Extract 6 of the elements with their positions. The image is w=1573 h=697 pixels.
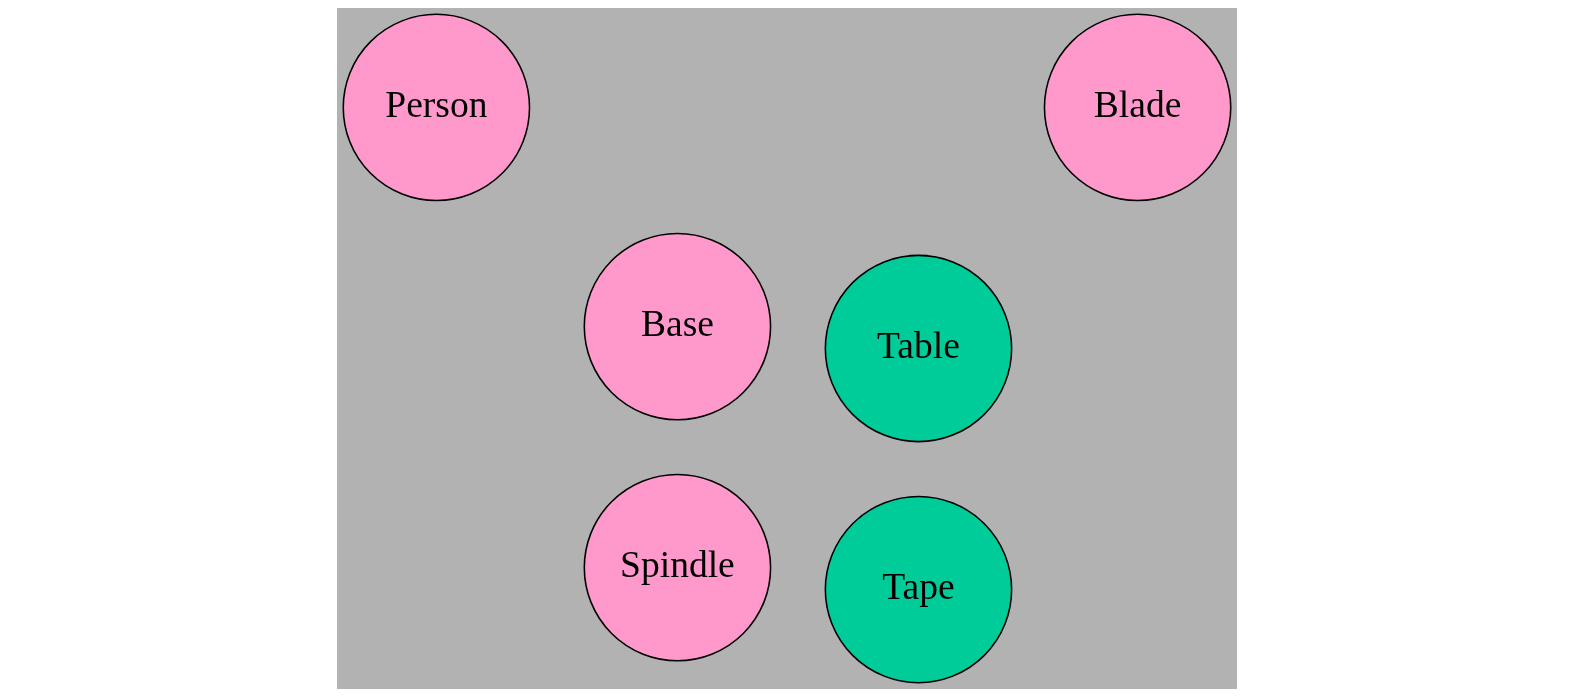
node-circle: Blade (1043, 13, 1232, 202)
node-circle: Base (583, 232, 771, 421)
node-circle: Tape (824, 495, 1012, 684)
node-circle: Spindle (583, 473, 771, 662)
node-circle: Table (824, 254, 1012, 443)
node-circle: Person (341, 13, 530, 202)
